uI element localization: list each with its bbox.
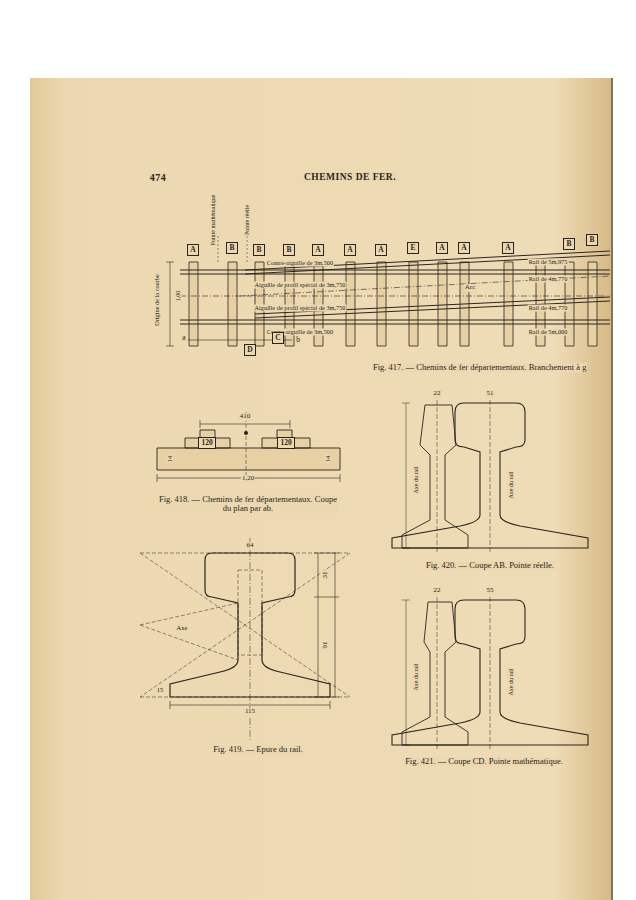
dimension-lines xyxy=(402,403,410,548)
tag-letter: A xyxy=(315,246,320,254)
sleeper-tag: A xyxy=(375,244,387,256)
dimension-label: 22 xyxy=(433,390,442,398)
tag-letter: D xyxy=(247,346,252,354)
bolt-dot xyxy=(244,431,248,435)
construction-lines xyxy=(140,553,350,697)
dimension-label: 1,00 xyxy=(175,290,182,303)
caption-text: Fig. 420. — Coupe AB. Pointe réelle. xyxy=(425,561,555,570)
tag-letter: B xyxy=(566,240,571,248)
dimension-label: 14 xyxy=(324,455,331,464)
dimension-label: b xyxy=(295,336,301,344)
caption-text: Fig. 421. — Coupe CD. Pointe mathématiqu… xyxy=(404,757,564,766)
sleeper-tag: A xyxy=(312,244,324,256)
dimension-label: a xyxy=(181,334,186,342)
dimension-label: Axe du rail xyxy=(508,471,515,500)
switch-blade xyxy=(402,405,468,548)
axis-line xyxy=(246,412,247,476)
sleeper-tag: D xyxy=(244,344,256,356)
dimension-label: 22 xyxy=(433,587,442,595)
tag-letter: E xyxy=(410,244,415,252)
section-cd xyxy=(392,597,588,749)
caption-text: Fig. 418. — Chemins de fer départementau… xyxy=(158,495,338,514)
dimension-label: Rail de 4m,770 xyxy=(528,305,569,312)
tag-letter: A xyxy=(461,244,466,252)
dimension-label: Rail de 5m,975 xyxy=(528,259,569,266)
sleeper-tag: E xyxy=(407,242,419,254)
sleeper-tag: B xyxy=(586,234,598,246)
dimension-label: Axe du rail xyxy=(413,663,420,692)
tag-letter: A xyxy=(347,246,352,254)
tag-letter: A xyxy=(505,244,510,252)
dimension-label: Pointe réelle xyxy=(244,204,251,236)
dimension-label: 91 xyxy=(322,641,330,650)
switch-blade xyxy=(402,602,468,745)
dimension-label: Aiguille de profil spécial de 3m,750 xyxy=(254,282,347,289)
dimension-label: Pointe mathématique xyxy=(210,194,217,247)
sleeper-tag: B xyxy=(226,242,238,254)
dimension-label: Axe xyxy=(176,624,189,631)
dimension-label: 1,20 xyxy=(241,475,255,483)
dimension-label: 51 xyxy=(486,390,495,398)
leader-lines xyxy=(218,236,247,262)
sleeper-tag: A xyxy=(458,242,470,254)
sleeper-tag: A xyxy=(502,242,514,254)
paper-sheet xyxy=(30,78,613,900)
section-ab xyxy=(392,400,588,552)
dimension-label: 55 xyxy=(486,587,495,595)
sleepers xyxy=(189,262,597,346)
dimension-label: Contre-aiguille de 3m,500 xyxy=(266,260,334,267)
tag-letter: B xyxy=(589,236,594,244)
sleeper-tag: B xyxy=(563,238,575,250)
dimension-label: Aiguille de profil spécial de 3m,750 xyxy=(254,305,347,312)
caption-text: Fig. 419. — Epure du rail. xyxy=(212,745,304,754)
track-axis xyxy=(180,276,610,296)
sleeper-tag: A xyxy=(344,244,356,256)
dimension-lines xyxy=(402,600,410,745)
dimension-label: Axe du rail xyxy=(413,466,420,495)
dimension-label: 64 xyxy=(246,542,255,550)
dimension-label: 31 xyxy=(322,571,330,580)
tag-letter: 120 xyxy=(280,439,291,447)
dimension-label: Rail de 5m,000 xyxy=(528,329,569,336)
sleeper-tag: B xyxy=(283,244,295,256)
sleeper-tag: 120 xyxy=(277,437,295,449)
dimension-label: 15 xyxy=(156,686,165,693)
dimension-label: 115 xyxy=(244,708,256,716)
tag-letter: B xyxy=(229,244,234,252)
tag-letter: C xyxy=(275,334,280,342)
caption-text: 474 xyxy=(149,172,168,183)
sleeper-tag: A xyxy=(187,244,199,256)
rails xyxy=(180,251,610,324)
dimension-label: Axe du rail xyxy=(508,668,515,697)
dimension-label: 410 xyxy=(239,413,252,421)
sleeper-tag: 120 xyxy=(198,437,216,449)
tag-letter: 120 xyxy=(201,439,212,447)
sleeper-section xyxy=(157,430,340,470)
sleeper-tag: C xyxy=(272,332,284,344)
tag-letter: A xyxy=(190,246,195,254)
axis-line xyxy=(437,597,490,749)
tag-letter: B xyxy=(286,246,291,254)
sleeper-tag: B xyxy=(253,244,265,256)
dimension-lines xyxy=(157,420,340,482)
dimension-label: 14 xyxy=(166,455,173,464)
dimension-label: Arc xyxy=(464,284,477,292)
tag-letter: A xyxy=(378,246,383,254)
dimension-label: Rail de 4m,770 xyxy=(528,276,569,283)
tag-letter: A xyxy=(439,244,444,252)
dimension-label: Origine de la courbe xyxy=(154,273,161,327)
tag-letter: B xyxy=(256,246,261,254)
sleeper-tag: A xyxy=(436,242,448,254)
caption-text: Fig. 417. — Chemins de fer départementau… xyxy=(372,363,587,372)
axis-line xyxy=(437,400,490,552)
caption-text: CHEMINS DE FER. xyxy=(303,172,397,182)
page-edge xyxy=(611,78,613,900)
dimension-lines xyxy=(170,553,339,709)
